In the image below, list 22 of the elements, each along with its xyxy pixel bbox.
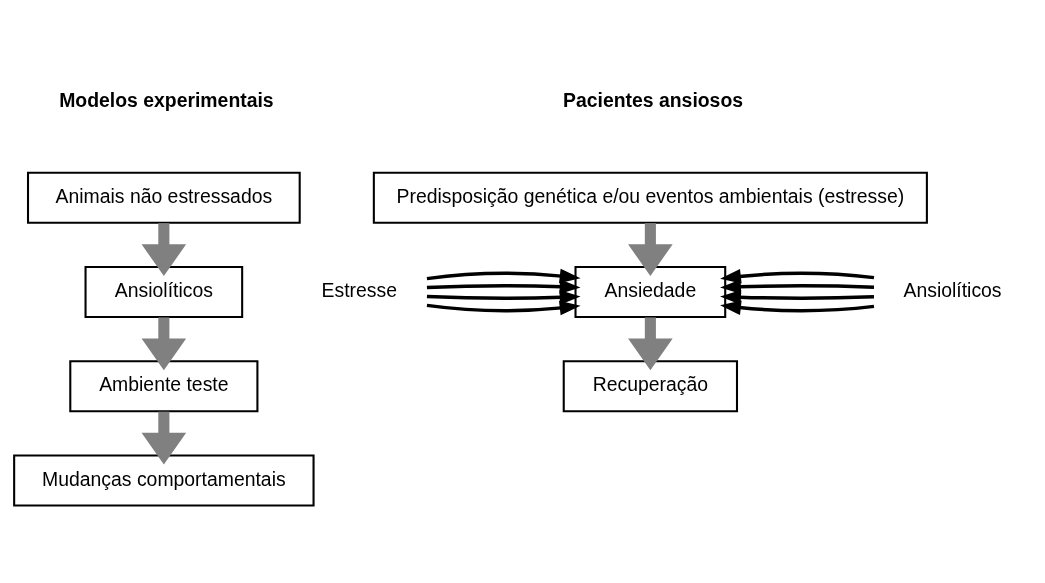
arrow	[141, 316, 187, 370]
node-text: Ansiolíticos	[903, 278, 1002, 301]
node-box: Ansiedade	[574, 265, 727, 318]
node-text: Estresse	[321, 278, 398, 301]
arrow	[141, 411, 187, 465]
arrow	[720, 268, 875, 284]
arrow	[426, 300, 581, 315]
arrow	[141, 222, 187, 276]
arrow	[426, 289, 581, 305]
node-box: Animais não estressados	[27, 171, 301, 224]
node-box: Mudanças comportamentais	[13, 454, 315, 506]
node-box: Ambiente teste	[69, 359, 259, 412]
arrow	[720, 299, 875, 315]
node-box: Recuperação	[562, 359, 739, 412]
arrow	[720, 289, 875, 305]
node-box: Predisposição genética e/ou eventos ambientais (estresse)	[372, 171, 928, 224]
arrow	[628, 222, 673, 276]
arrow	[628, 316, 673, 370]
node-box: Ansiolíticos	[84, 265, 244, 318]
arrow	[426, 268, 581, 283]
label: Modelos experimentais	[59, 88, 274, 111]
label: Pacientes ansiosos	[563, 88, 744, 111]
